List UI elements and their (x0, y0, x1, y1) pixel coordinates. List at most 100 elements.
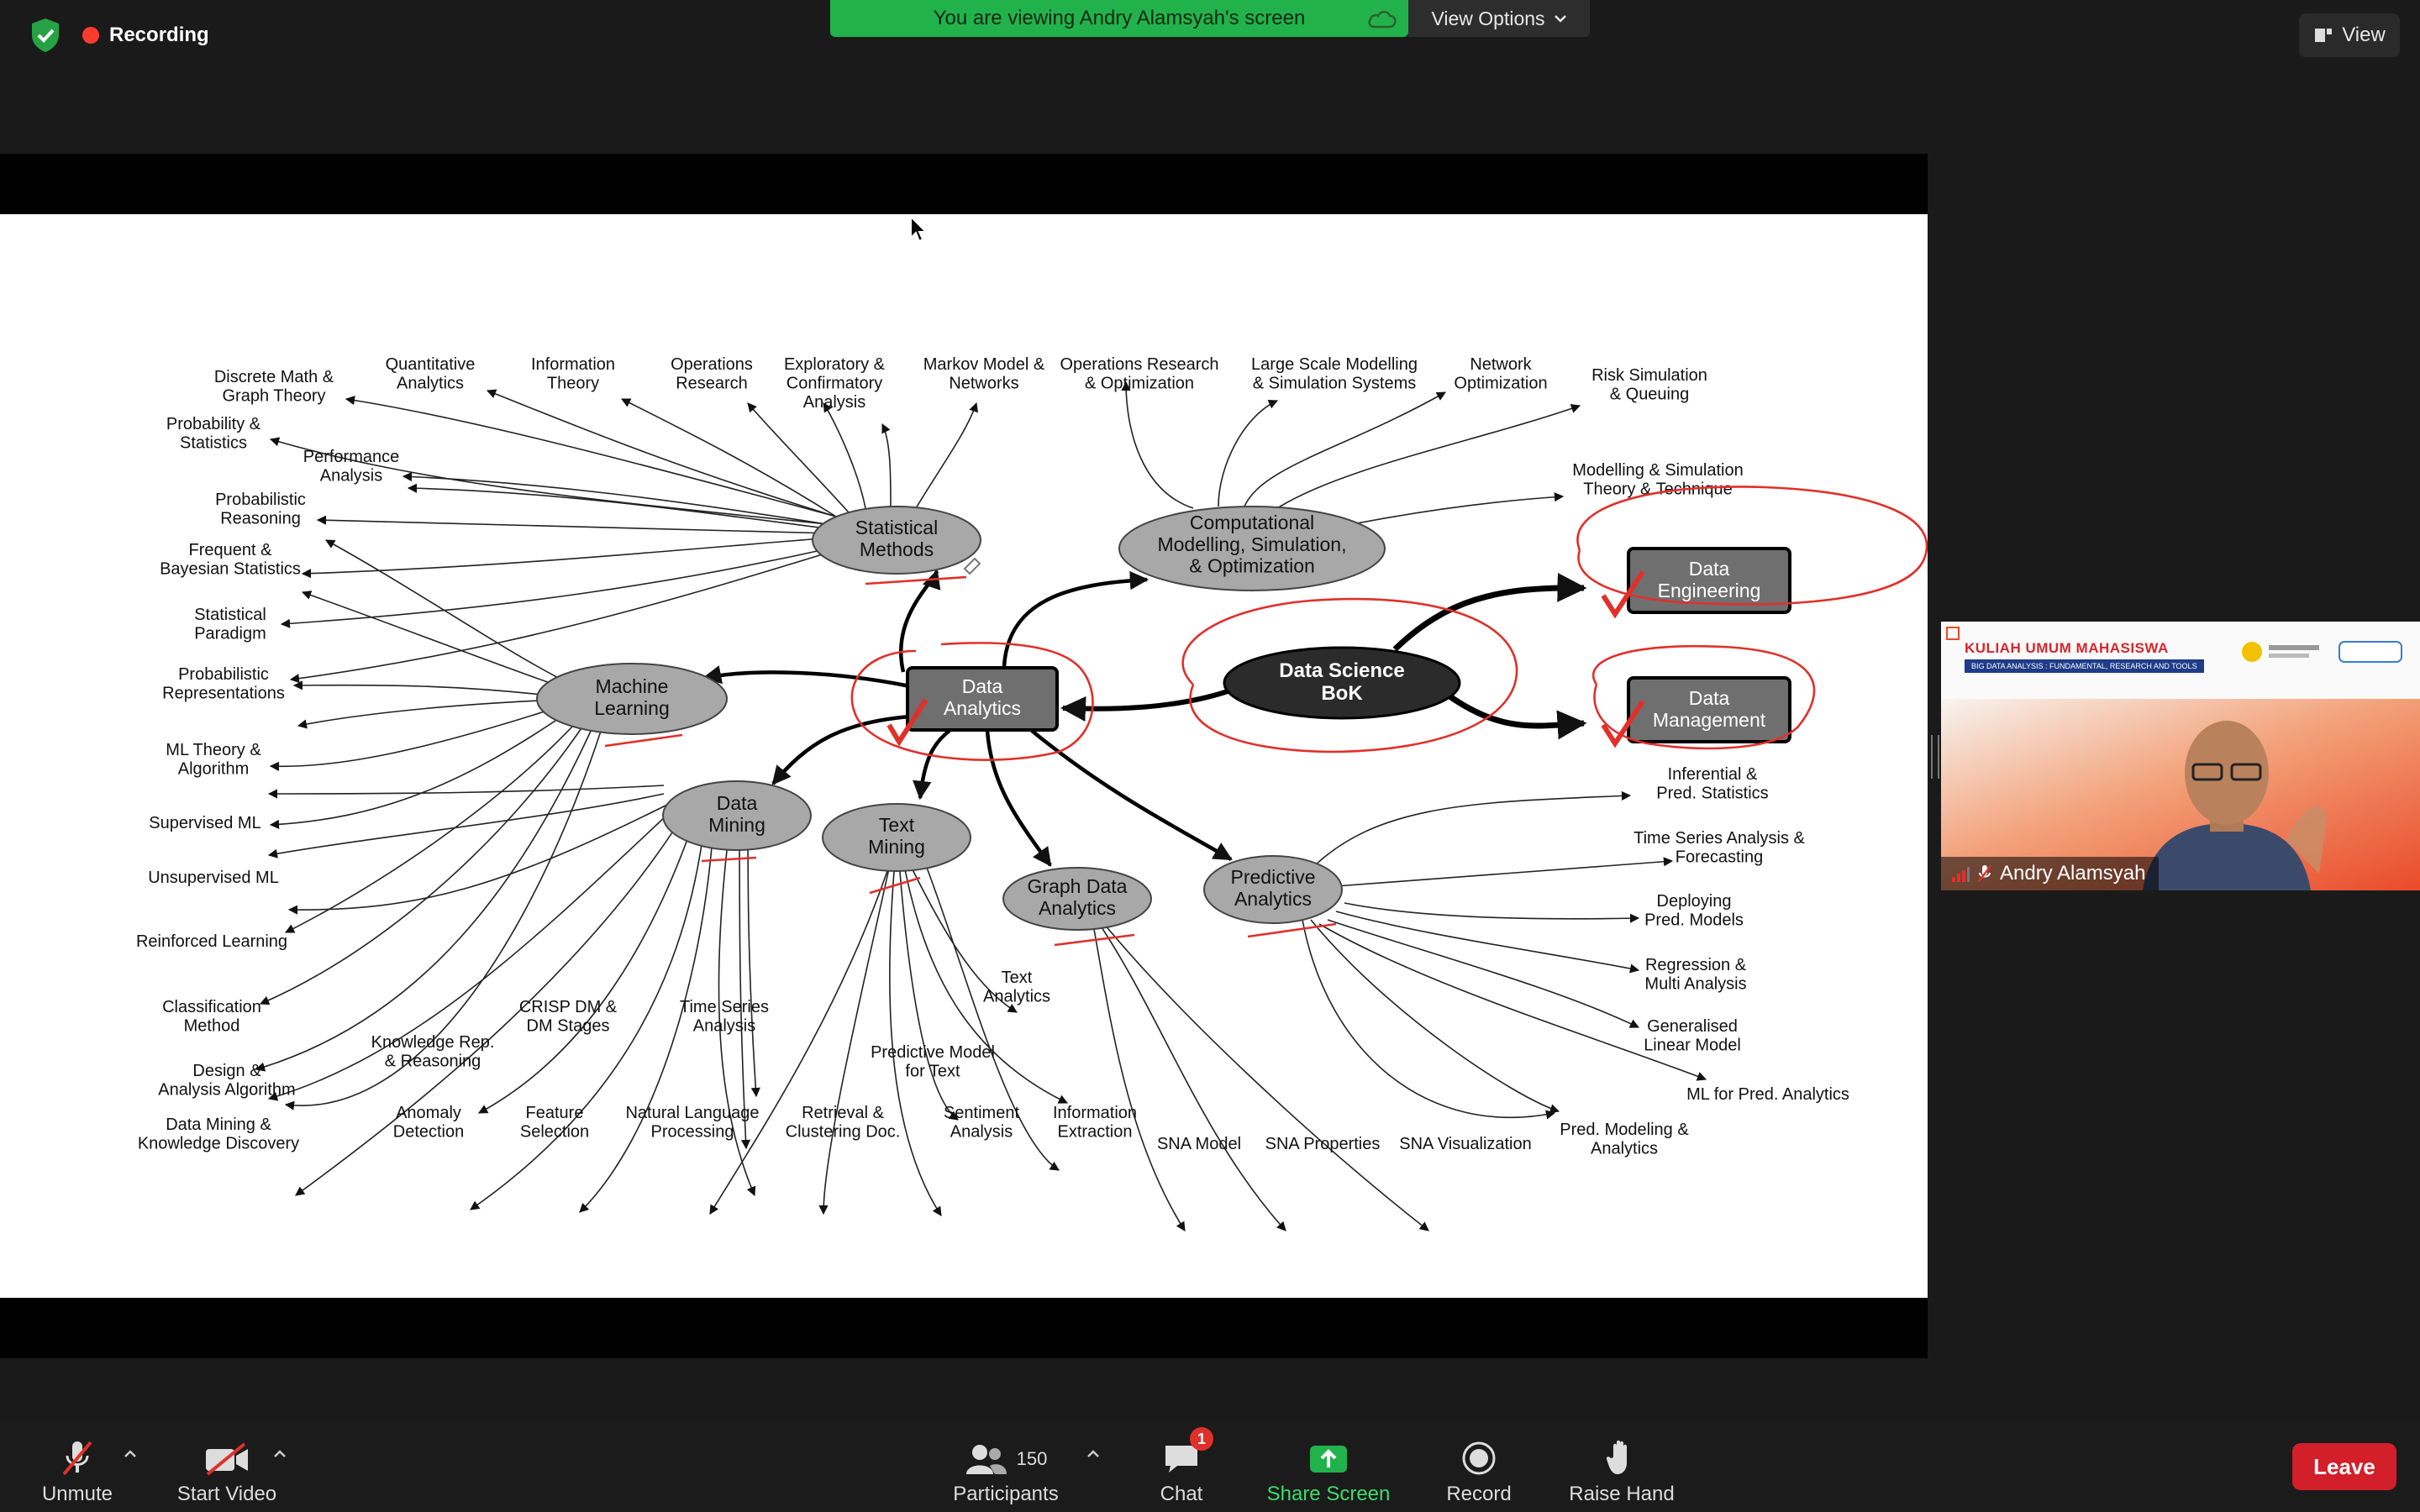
leaf-unsupervised-ml: Unsupervised ML (148, 869, 279, 887)
leaf-supervised-ml: Supervised ML (149, 814, 260, 832)
check-data-analytics-icon (886, 698, 929, 747)
chat-button[interactable]: Chat (1148, 1431, 1215, 1506)
leaf-dm-kd: Data Mining &Knowledge Discovery (138, 1116, 299, 1152)
check-data-engineering-icon (1601, 570, 1645, 619)
leaf-probability-stats: Probability &Statistics (166, 415, 261, 452)
chat-unread-badge: 1 (1190, 1427, 1213, 1451)
unmute-label: Unmute (41, 1483, 113, 1505)
underline-data-mining (701, 856, 757, 863)
view-options-button[interactable]: View Options (1408, 0, 1590, 37)
leaf-labels: Discrete Math &Graph Theory Quantitative… (136, 355, 1849, 1158)
start-video-label: Start Video (176, 1483, 277, 1505)
record-button[interactable]: Record (1439, 1431, 1519, 1506)
start-video-button[interactable]: Start Video (168, 1431, 286, 1506)
share-screen-button[interactable]: Share Screen (1257, 1431, 1400, 1506)
microphone-muted-icon (62, 1441, 92, 1476)
raise-hand-button[interactable]: Raise Hand (1560, 1431, 1684, 1506)
record-label: Record (1446, 1483, 1512, 1505)
participants-count: 150 (1016, 1448, 1048, 1469)
cloud-icon (1368, 10, 1397, 29)
leave-button[interactable]: Leave (2292, 1443, 2396, 1490)
view-layout-icon (2315, 29, 2333, 42)
mouse-cursor-icon (910, 215, 928, 243)
meeting-toolbar: Unmute Start Video 150 Participants Chat… (0, 1422, 2420, 1512)
participant-name: Andry Alamsyah (2000, 862, 2146, 885)
underline-graph-data-analytics (1054, 933, 1135, 947)
recording-label: Recording (109, 24, 209, 46)
chevron-up-icon[interactable] (1086, 1447, 1100, 1461)
recording-indicator[interactable]: Recording (82, 18, 209, 52)
unmute-button[interactable]: Unmute (37, 1431, 118, 1506)
leaf-frequent-bayesian: Frequent &Bayesian Statistics (160, 541, 301, 578)
underline-predictive-analytics (1247, 922, 1337, 938)
leaf-large-scale: Large Scale Modelling& Simulation System… (1251, 355, 1418, 392)
leaf-pred-modeling: Pred. Modeling &Analytics (1560, 1121, 1689, 1158)
participant-video-tile[interactable]: KULIAH UMUM MAHASISWA BIG DATA ANALYSIS … (1941, 622, 2420, 890)
circle-data-analytics (850, 642, 1094, 761)
leaf-crisp-dm: CRISP DM &DM Stages (519, 998, 618, 1035)
leaf-regression-multi: Regression &Multi Analysis (1644, 956, 1746, 993)
leaf-time-series-forecasting: Time Series Analysis &Forecasting (1634, 829, 1805, 866)
signal-strength-icon (1952, 867, 1970, 882)
video-banner: KULIAH UMUM MAHASISWA BIG DATA ANALYSIS … (1941, 622, 2420, 699)
leaf-risk-sim: Risk Simulation& Queuing (1591, 366, 1707, 403)
leaf-sna-model: SNA Model (1157, 1135, 1241, 1153)
circle-data-management (1591, 644, 1816, 750)
red-annotations (604, 486, 1928, 947)
chat-label: Chat (1160, 1483, 1203, 1505)
circle-core (1181, 597, 1518, 753)
check-data-management-icon (1601, 700, 1645, 748)
microphone-muted-icon (1978, 865, 1991, 882)
recording-dot-icon (82, 27, 99, 44)
participants-button[interactable]: 150 Participants (944, 1431, 1067, 1506)
view-button[interactable]: View (2299, 13, 2400, 57)
chevron-up-icon[interactable] (273, 1447, 287, 1461)
viewing-banner-text: You are viewing Andry Alamsyah's screen (933, 7, 1306, 29)
panel-resize-handle[interactable] (1931, 735, 1939, 779)
thin-connectors (255, 381, 1707, 1231)
chevron-up-icon[interactable] (124, 1447, 137, 1461)
shield-icon[interactable] (29, 17, 62, 54)
viewing-banner: You are viewing Andry Alamsyah's screen (830, 0, 1408, 37)
share-screen-icon (1310, 1446, 1347, 1473)
institution-logos-icon (2242, 641, 2402, 663)
raise-hand-icon (1606, 1440, 1627, 1474)
raise-hand-label: Raise Hand (1569, 1483, 1675, 1505)
participants-label: Participants (953, 1483, 1059, 1505)
leaf-or-optimization: Operations Research& Optimization (1060, 355, 1219, 392)
participants-icon (965, 1445, 1007, 1474)
